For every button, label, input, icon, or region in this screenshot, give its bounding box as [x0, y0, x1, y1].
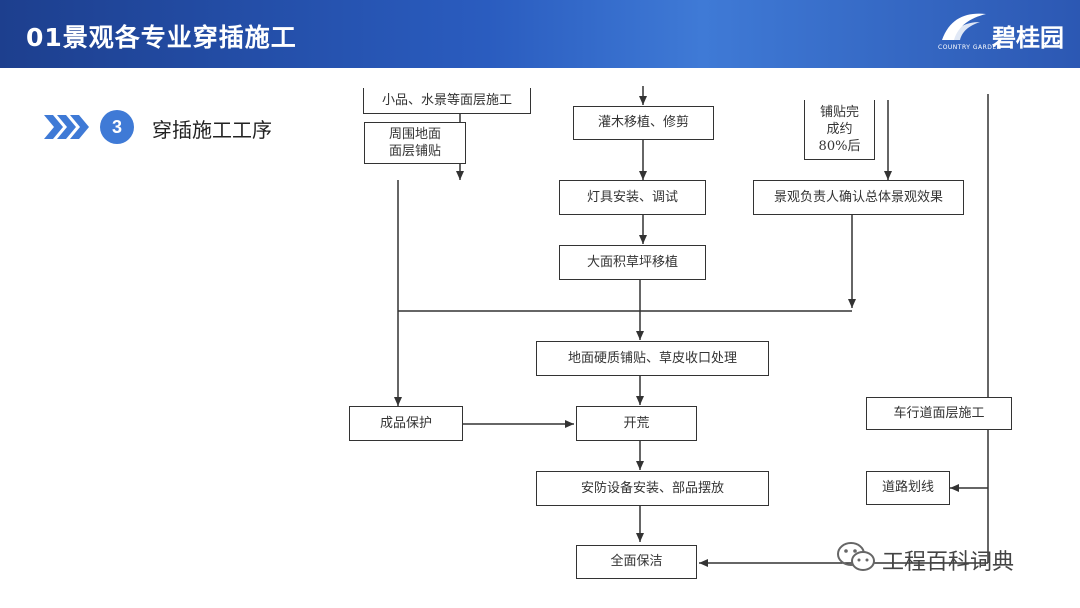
- header-bar: 01景观各专业穿插施工 碧桂园 COUNTRY GARDEN: [0, 0, 1080, 68]
- node-protect: 成品保护: [349, 406, 463, 441]
- node-cleaning: 全面保洁: [576, 545, 697, 579]
- watermark: 工程百科词典: [836, 540, 1014, 576]
- section-label: 穿插施工工序: [152, 118, 272, 142]
- node-shrub: 灌木移植、修剪: [573, 106, 714, 140]
- node-hard-paving: 地面硬质铺贴、草皮收口处理: [536, 341, 769, 376]
- watermark-text: 工程百科词典: [882, 550, 1015, 575]
- brand-logo-icon: [942, 13, 986, 40]
- node-road-surface: 车行道面层施工: [866, 397, 1012, 430]
- node-open: 开荒: [576, 406, 697, 441]
- node-lawn: 大面积草坪移植: [559, 245, 706, 280]
- brand-logo: 碧桂园 COUNTRY GARDEN: [936, 10, 1066, 58]
- node-lighting: 灯具安装、调试: [559, 180, 706, 215]
- node-security: 安防设备安装、部品摆放: [536, 471, 769, 506]
- page-title: 01景观各专业穿插施工: [26, 23, 297, 52]
- wechat-icon: [837, 542, 875, 571]
- section-number-badge: 3: [100, 110, 134, 144]
- node-road-marking: 道路划线: [866, 471, 950, 505]
- node-ground-paving: 周围地面 面层铺贴: [364, 122, 466, 164]
- node-top-left: 小品、水景等面层施工: [363, 88, 531, 114]
- node-paving-done: 铺贴完 成约 80%后: [804, 100, 875, 160]
- triple-chevron-icon: [44, 115, 89, 139]
- brand-subtitle: COUNTRY GARDEN: [938, 44, 1002, 51]
- node-confirm: 景观负责人确认总体景观效果: [753, 180, 964, 215]
- brand-name: 碧桂园: [992, 23, 1064, 52]
